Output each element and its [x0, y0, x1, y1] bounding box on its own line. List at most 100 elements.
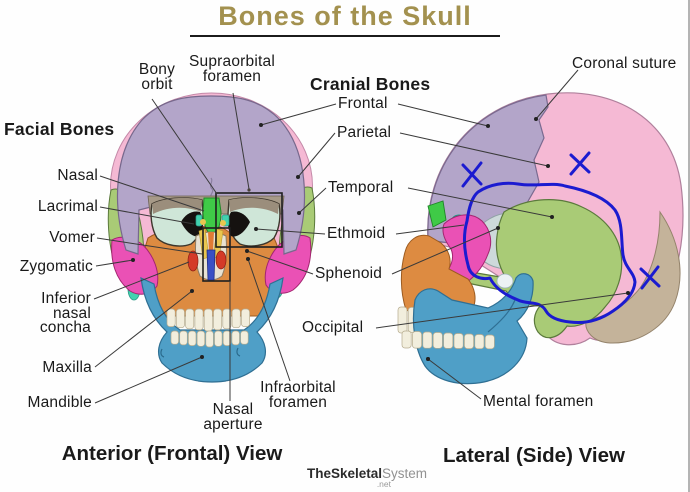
label-lacrimal: Lacrimal: [37, 198, 98, 215]
dot-mandible: [200, 355, 204, 359]
label-temporal: Temporal: [328, 179, 394, 196]
label-line: Bony: [138, 61, 176, 78]
dot-coronal-suture: [534, 117, 538, 121]
dot-sphenoid-right: [496, 226, 500, 230]
leader-ethmoid-right: [395, 224, 465, 235]
temporal-lateral-shape: [466, 199, 623, 339]
anterior-view-heading: Anterior (Frontal) View: [61, 442, 283, 465]
cranial-bones-heading: Cranial Bones: [310, 74, 431, 94]
dot-occipital: [626, 291, 630, 295]
tooth: [241, 308, 250, 327]
bony-orbit-box: [215, 192, 283, 248]
annotation-x-mark-1: [461, 161, 483, 188]
tooth: [213, 308, 223, 331]
leader-lines: [93, 69, 630, 404]
tooth: [474, 334, 485, 350]
mandible-lateral-shape: [412, 273, 534, 385]
occipital-shape: [585, 210, 681, 344]
leader-temporal-left: [298, 187, 327, 214]
leader-lacrimal: [99, 206, 195, 225]
dot-temporal-left: [297, 211, 301, 215]
label-zygomatic: Zygomatic: [19, 258, 93, 275]
leader-parietal-right: [399, 132, 549, 167]
watermark: TheSkeletalSystem .net: [307, 466, 427, 489]
tooth: [432, 332, 443, 349]
tooth: [179, 330, 188, 346]
nasal-bone-shape: [202, 197, 222, 233]
tooth: [453, 333, 464, 349]
label-occipital: Occipital: [302, 319, 364, 336]
orbit-right-fissure: [228, 211, 250, 237]
tooth: [214, 330, 223, 347]
orbit-right-roof-shade: [229, 197, 279, 214]
label-bony-orbit: Bony orbit: [97, 61, 217, 92]
tooth: [196, 330, 206, 347]
title-underline: [190, 35, 500, 37]
dot-mental-foramen: [426, 357, 430, 361]
leader-zygomatic: [95, 259, 134, 267]
mandible-notch-line: [487, 299, 516, 333]
dot-maxilla: [190, 289, 194, 293]
annotation-marks: [461, 151, 661, 324]
facial-bones-heading: Facial Bones: [4, 119, 115, 139]
orbit-left-roof-shade: [152, 197, 202, 214]
watermark-bold-text: TheSkeletal: [307, 466, 383, 481]
tooth: [443, 332, 454, 349]
tooth: [222, 330, 232, 346]
label-line: aperture: [203, 415, 263, 433]
leader-temporal-right: [407, 187, 553, 218]
label-nasal-aperture: Nasal aperture: [173, 401, 293, 433]
label-inferior-nasal-concha: Inferior nasal concha: [4, 291, 91, 336]
tooth: [231, 330, 240, 346]
supraorbital-foramen-dot: [247, 188, 251, 192]
frontal-bone-shape: [116, 95, 306, 255]
leader-parietal-left: [297, 132, 336, 178]
tooth: [205, 330, 214, 348]
leader-vomer: [96, 237, 203, 255]
leader-mental-foramen: [427, 358, 482, 400]
label-line: Nasal: [212, 401, 254, 418]
lateral-skull: [397, 92, 684, 385]
tooth: [484, 334, 495, 350]
inferior-concha-right: [215, 250, 227, 270]
leader-ethmoid-left: [255, 228, 326, 235]
leader-inferior-concha: [93, 261, 190, 300]
leader-occipital: [375, 292, 629, 329]
leader-sphenoid-right: [391, 227, 499, 275]
leader-mandible: [94, 356, 203, 404]
dot-zygomatic: [131, 258, 135, 262]
leader-frontal-right: [397, 103, 489, 127]
label-nasal: Nasal: [57, 167, 98, 184]
mental-foramen-mark-left: [160, 348, 165, 358]
nasal-lateral-shape: [427, 200, 447, 228]
watermark-light-text: System: [382, 466, 428, 481]
tooth: [175, 308, 185, 329]
label-line: nasal: [52, 304, 91, 322]
tooth: [185, 308, 195, 330]
annotation-x-mark-2: [569, 151, 591, 176]
leader-coronal-suture: [535, 69, 579, 120]
annotation-x-mark-3: [639, 265, 661, 290]
label-infraorbital-foramen: Infraorbital foramen: [238, 380, 358, 410]
tooth: [422, 331, 433, 349]
inferior-concha-left: [187, 250, 199, 272]
label-ethmoid: Ethmoid: [327, 225, 386, 242]
tooth: [397, 306, 408, 334]
leader-infraorbital-foramen: [247, 258, 291, 382]
tooth: [194, 308, 204, 331]
leader-bony-orbit: [151, 98, 218, 195]
lateral-lower-teeth: [401, 330, 495, 350]
orange-septum-strip: [208, 232, 214, 252]
tooth: [222, 308, 232, 330]
tooth: [231, 308, 241, 329]
label-line: Supraorbital: [189, 53, 275, 70]
leader-nasal: [99, 175, 205, 212]
mental-foramen-mark-right: [236, 347, 241, 357]
tooth: [166, 308, 176, 327]
label-frontal: Frontal: [338, 95, 388, 112]
lateral-view-heading: Lateral (Side) View: [443, 444, 625, 467]
anterior-skull: [107, 92, 316, 383]
watermark-tld: .net: [376, 479, 391, 489]
lacrimal-fragment-left: [200, 219, 206, 225]
